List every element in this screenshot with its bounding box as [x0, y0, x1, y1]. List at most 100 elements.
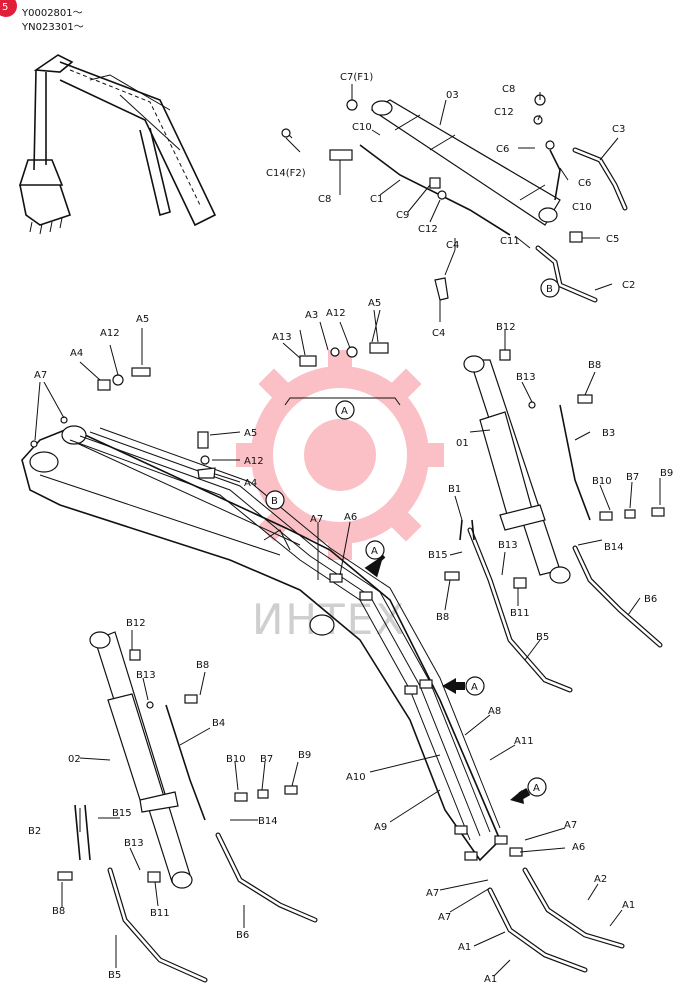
part-label: C12 [494, 107, 514, 118]
page-marker: 5 [0, 0, 17, 17]
part-label: B4 [212, 718, 225, 729]
part-label: C6 [496, 144, 509, 155]
part-label: A8 [488, 706, 501, 717]
cylinder-03 [281, 94, 628, 303]
part-label: A3 [305, 310, 318, 321]
part-label: B13 [136, 670, 156, 681]
part-label: C7(F1) [340, 72, 373, 83]
part-label: C2 [622, 280, 635, 291]
cylinder-01 [444, 349, 665, 693]
part-label: B9 [298, 750, 311, 761]
part-label: B15 [112, 808, 132, 819]
part-label: B15 [428, 550, 448, 561]
part-label: B6 [644, 594, 657, 605]
part-label: A12 [326, 308, 346, 319]
part-label: A5 [244, 428, 257, 439]
serial-range-1: Y0002801～ [21, 8, 83, 19]
part-label: C9 [396, 210, 409, 221]
callout-circles: B A B A A A [265, 278, 560, 797]
part-label: B5 [108, 970, 121, 981]
part-label: B11 [150, 908, 170, 919]
part-label: B9 [660, 468, 673, 479]
part-label: B7 [626, 472, 639, 483]
leader-lines [34, 84, 661, 977]
part-label: B5 [536, 632, 549, 643]
part-label: C10 [572, 202, 592, 213]
part-label: A7 [34, 370, 47, 381]
cylinder-02 [57, 631, 318, 983]
part-label: A9 [374, 822, 387, 833]
part-label: B13 [498, 540, 518, 551]
part-label: B10 [226, 754, 246, 765]
svg-text:5: 5 [2, 2, 8, 13]
part-label: A1 [622, 900, 635, 911]
part-label: B8 [436, 612, 449, 623]
part-label: A5 [368, 298, 381, 309]
bottom-hoses-a1-a2 [487, 867, 625, 973]
part-label: A5 [136, 314, 149, 325]
part-label: C6 [578, 178, 591, 189]
part-label: B6 [236, 930, 249, 941]
part-label: A7 [310, 514, 323, 525]
part-label: A7 [438, 912, 451, 923]
part-labels: C7(F1) 03 C8 C12 C10 C3 C6 C6 C14(F2) C1… [28, 72, 673, 985]
callout-a-arm-3: A [533, 783, 540, 794]
part-label: B7 [260, 754, 273, 765]
callout-b-cylinder03: B [546, 284, 553, 295]
part-label: 02 [68, 754, 81, 765]
part-label: B13 [516, 372, 536, 383]
part-label: B12 [496, 322, 516, 333]
part-label: C11 [500, 236, 520, 247]
part-label: C1 [370, 194, 383, 205]
part-label: A4 [244, 478, 257, 489]
detail-a-fittings [30, 342, 401, 479]
part-label: B12 [126, 618, 146, 629]
arm-structure [21, 425, 501, 862]
part-label: B3 [602, 428, 615, 439]
part-label: B11 [510, 608, 530, 619]
part-label: A11 [514, 736, 534, 747]
part-label: A1 [484, 974, 497, 985]
part-label: B14 [258, 816, 278, 827]
part-label: C3 [612, 124, 625, 135]
part-label: B8 [588, 360, 601, 371]
watermark-gear-logo [236, 350, 444, 560]
part-label: C12 [418, 224, 438, 235]
callout-b-arm: B [271, 496, 278, 507]
part-label: A10 [346, 772, 366, 783]
part-label: C10 [352, 122, 372, 133]
part-label: C4 [446, 240, 459, 251]
callout-a-detail: A [341, 406, 348, 417]
part-label: B13 [124, 838, 144, 849]
direction-arrows [364, 554, 531, 804]
part-label: C8 [502, 84, 515, 95]
part-label: C4 [432, 328, 445, 339]
part-label: A13 [272, 332, 292, 343]
excavator-overview-sketch [18, 54, 217, 235]
serial-range-2: YN023301～ [21, 22, 84, 33]
part-label: B14 [604, 542, 624, 553]
part-label: A2 [594, 874, 607, 885]
part-label: C8 [318, 194, 331, 205]
part-label: 03 [446, 90, 459, 101]
part-label: C5 [606, 234, 619, 245]
part-label: A1 [458, 942, 471, 953]
part-label: A7 [564, 820, 577, 831]
part-label: A7 [426, 888, 439, 899]
part-label: B8 [196, 660, 209, 671]
part-label: A12 [244, 456, 264, 467]
part-label: B8 [52, 906, 65, 917]
part-label: A6 [572, 842, 585, 853]
part-label: B2 [28, 826, 41, 837]
callout-a-arm-1: A [371, 546, 378, 557]
part-label: C14(F2) [266, 168, 306, 179]
callout-a-arm-2: A [471, 682, 478, 693]
part-label: A6 [344, 512, 357, 523]
part-label: A4 [70, 348, 83, 359]
arm-hydraulic-lines [69, 427, 523, 861]
part-label: B10 [592, 476, 612, 487]
part-label: 01 [456, 438, 469, 449]
part-label: A12 [100, 328, 120, 339]
